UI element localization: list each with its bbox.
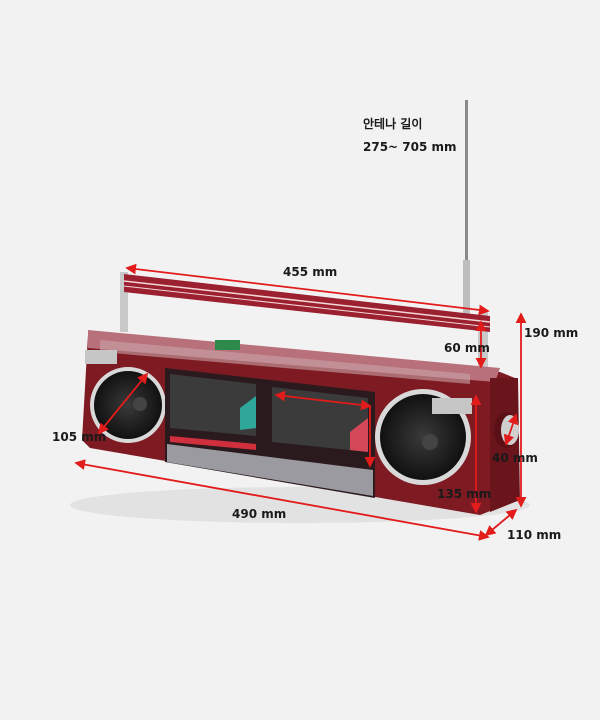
antenna-length-title: 안테나 길이 [363, 117, 423, 131]
knob-diameter-label: 40 mm [492, 451, 538, 465]
total-width-label: 490 mm [232, 507, 287, 521]
antenna-length-range: 275~ 705 mm [363, 140, 457, 154]
speaker-diameter-label: 105 mm [52, 430, 107, 444]
dimension-lines [74, 263, 527, 541]
total-height-label: 190 mm [524, 326, 579, 340]
handle-width-label: 455 mm [283, 265, 338, 279]
antenna [463, 100, 470, 320]
handle-height-label: 60 mm [444, 341, 490, 355]
depth-label: 110 mm [507, 528, 562, 542]
body-height-label: 135 mm [437, 487, 492, 501]
